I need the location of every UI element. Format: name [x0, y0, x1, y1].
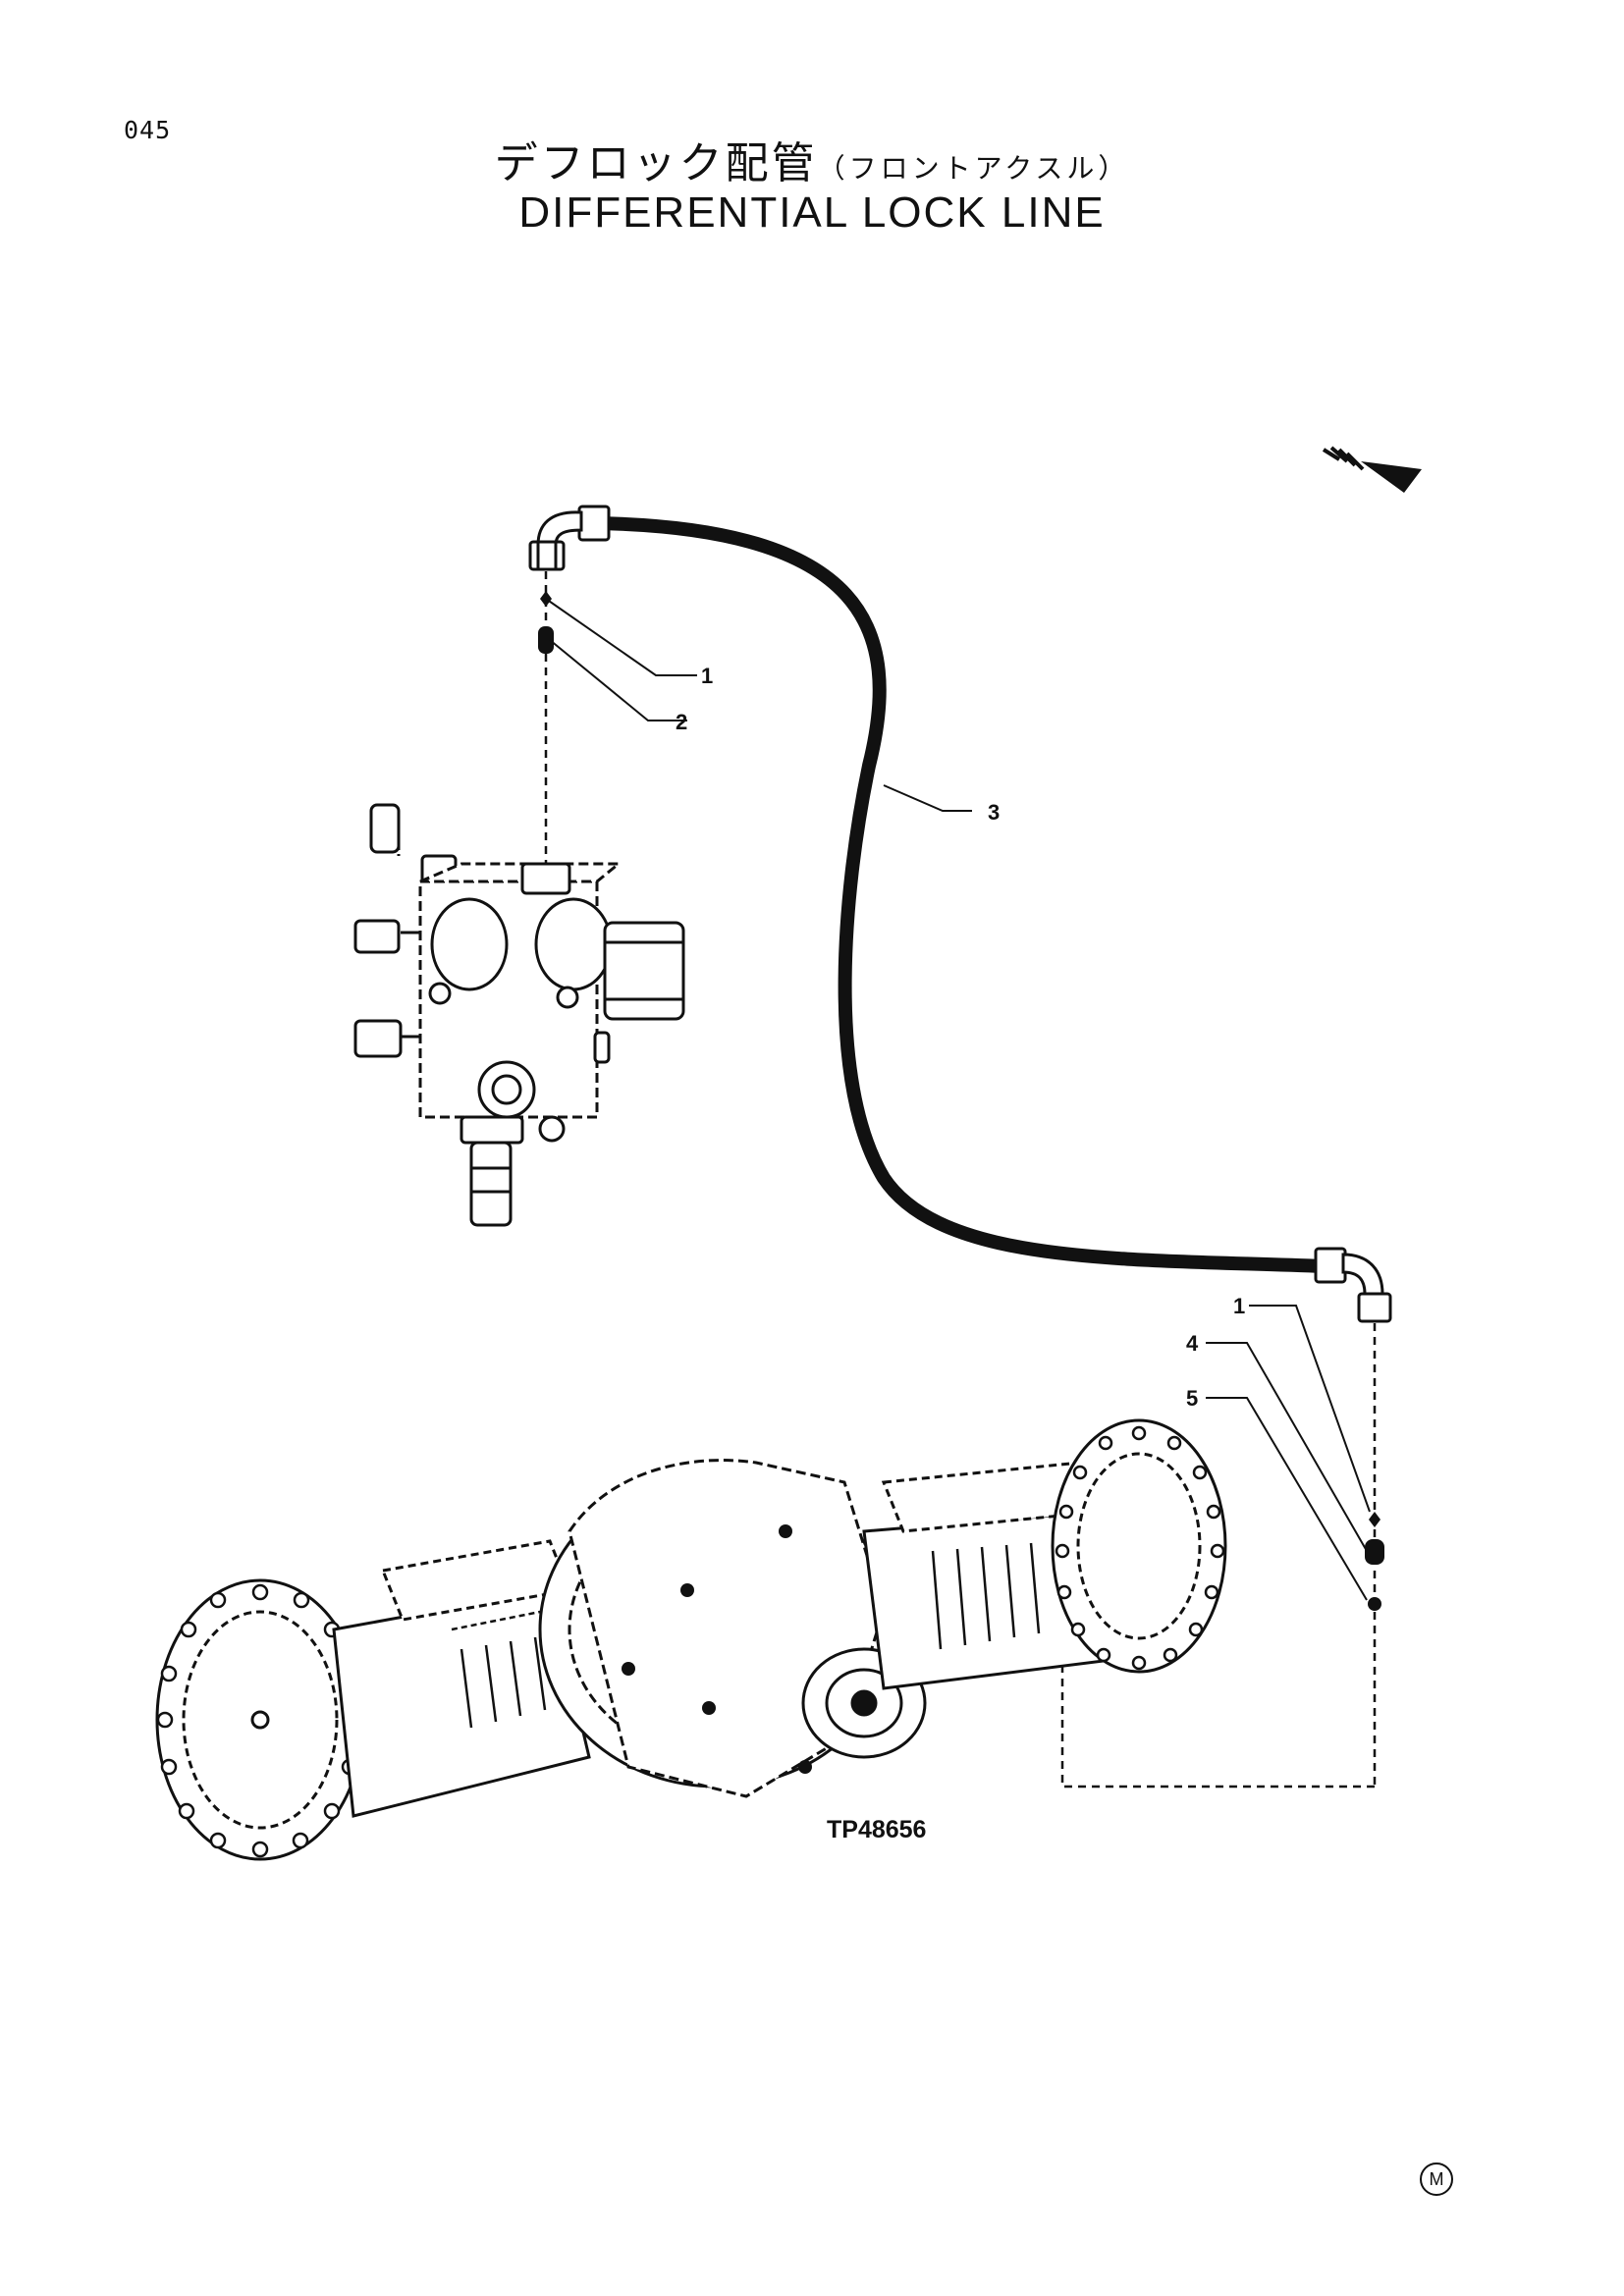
title-japanese-main: デフロック配管 [494, 138, 818, 188]
direction-arrow-icon [1322, 446, 1422, 493]
callout-bottom-1: 1 [1233, 1294, 1245, 1318]
front-axle [155, 1418, 1227, 1861]
callout-bottom-5: 5 [1186, 1386, 1198, 1411]
hose [590, 516, 1330, 1273]
callout-top-1: 1 [701, 664, 713, 688]
title-english: DIFFERENTIAL LOCK LINE [518, 188, 1106, 237]
top-install-line [538, 571, 554, 879]
bottom-elbow-fitting [1314, 1247, 1392, 1323]
control-valve [353, 803, 685, 1227]
top-elbow-fitting [528, 505, 611, 571]
callout-bottom-4: 4 [1186, 1331, 1199, 1356]
leader-lines [545, 598, 1371, 1601]
page-number: 045 [124, 116, 172, 144]
manufacturer-mark-icon: M [1420, 2163, 1453, 2196]
callout-top-2: 2 [676, 710, 687, 734]
callout-hose-3: 3 [988, 800, 1000, 825]
title-japanese-sub: （フロントアクスル） [817, 152, 1130, 185]
bottom-install-line [1060, 1323, 1384, 1789]
title-japanese: デフロック配管（フロントアクスル） [0, 128, 1624, 190]
drawing-code: TP48656 [827, 1816, 926, 1843]
